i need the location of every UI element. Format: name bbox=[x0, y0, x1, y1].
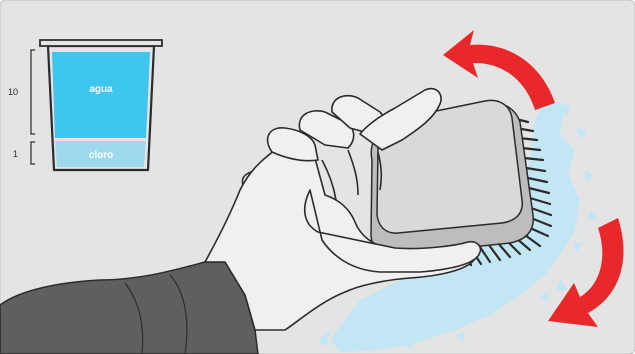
chlorine-label: cloro bbox=[89, 150, 113, 161]
water-fill bbox=[52, 52, 150, 138]
chlorine-ratio: 1 bbox=[13, 149, 18, 159]
mixing-container: agua cloro 10 1 bbox=[8, 40, 162, 170]
water-ratio: 10 bbox=[8, 87, 18, 97]
water-label: agua bbox=[89, 84, 113, 95]
